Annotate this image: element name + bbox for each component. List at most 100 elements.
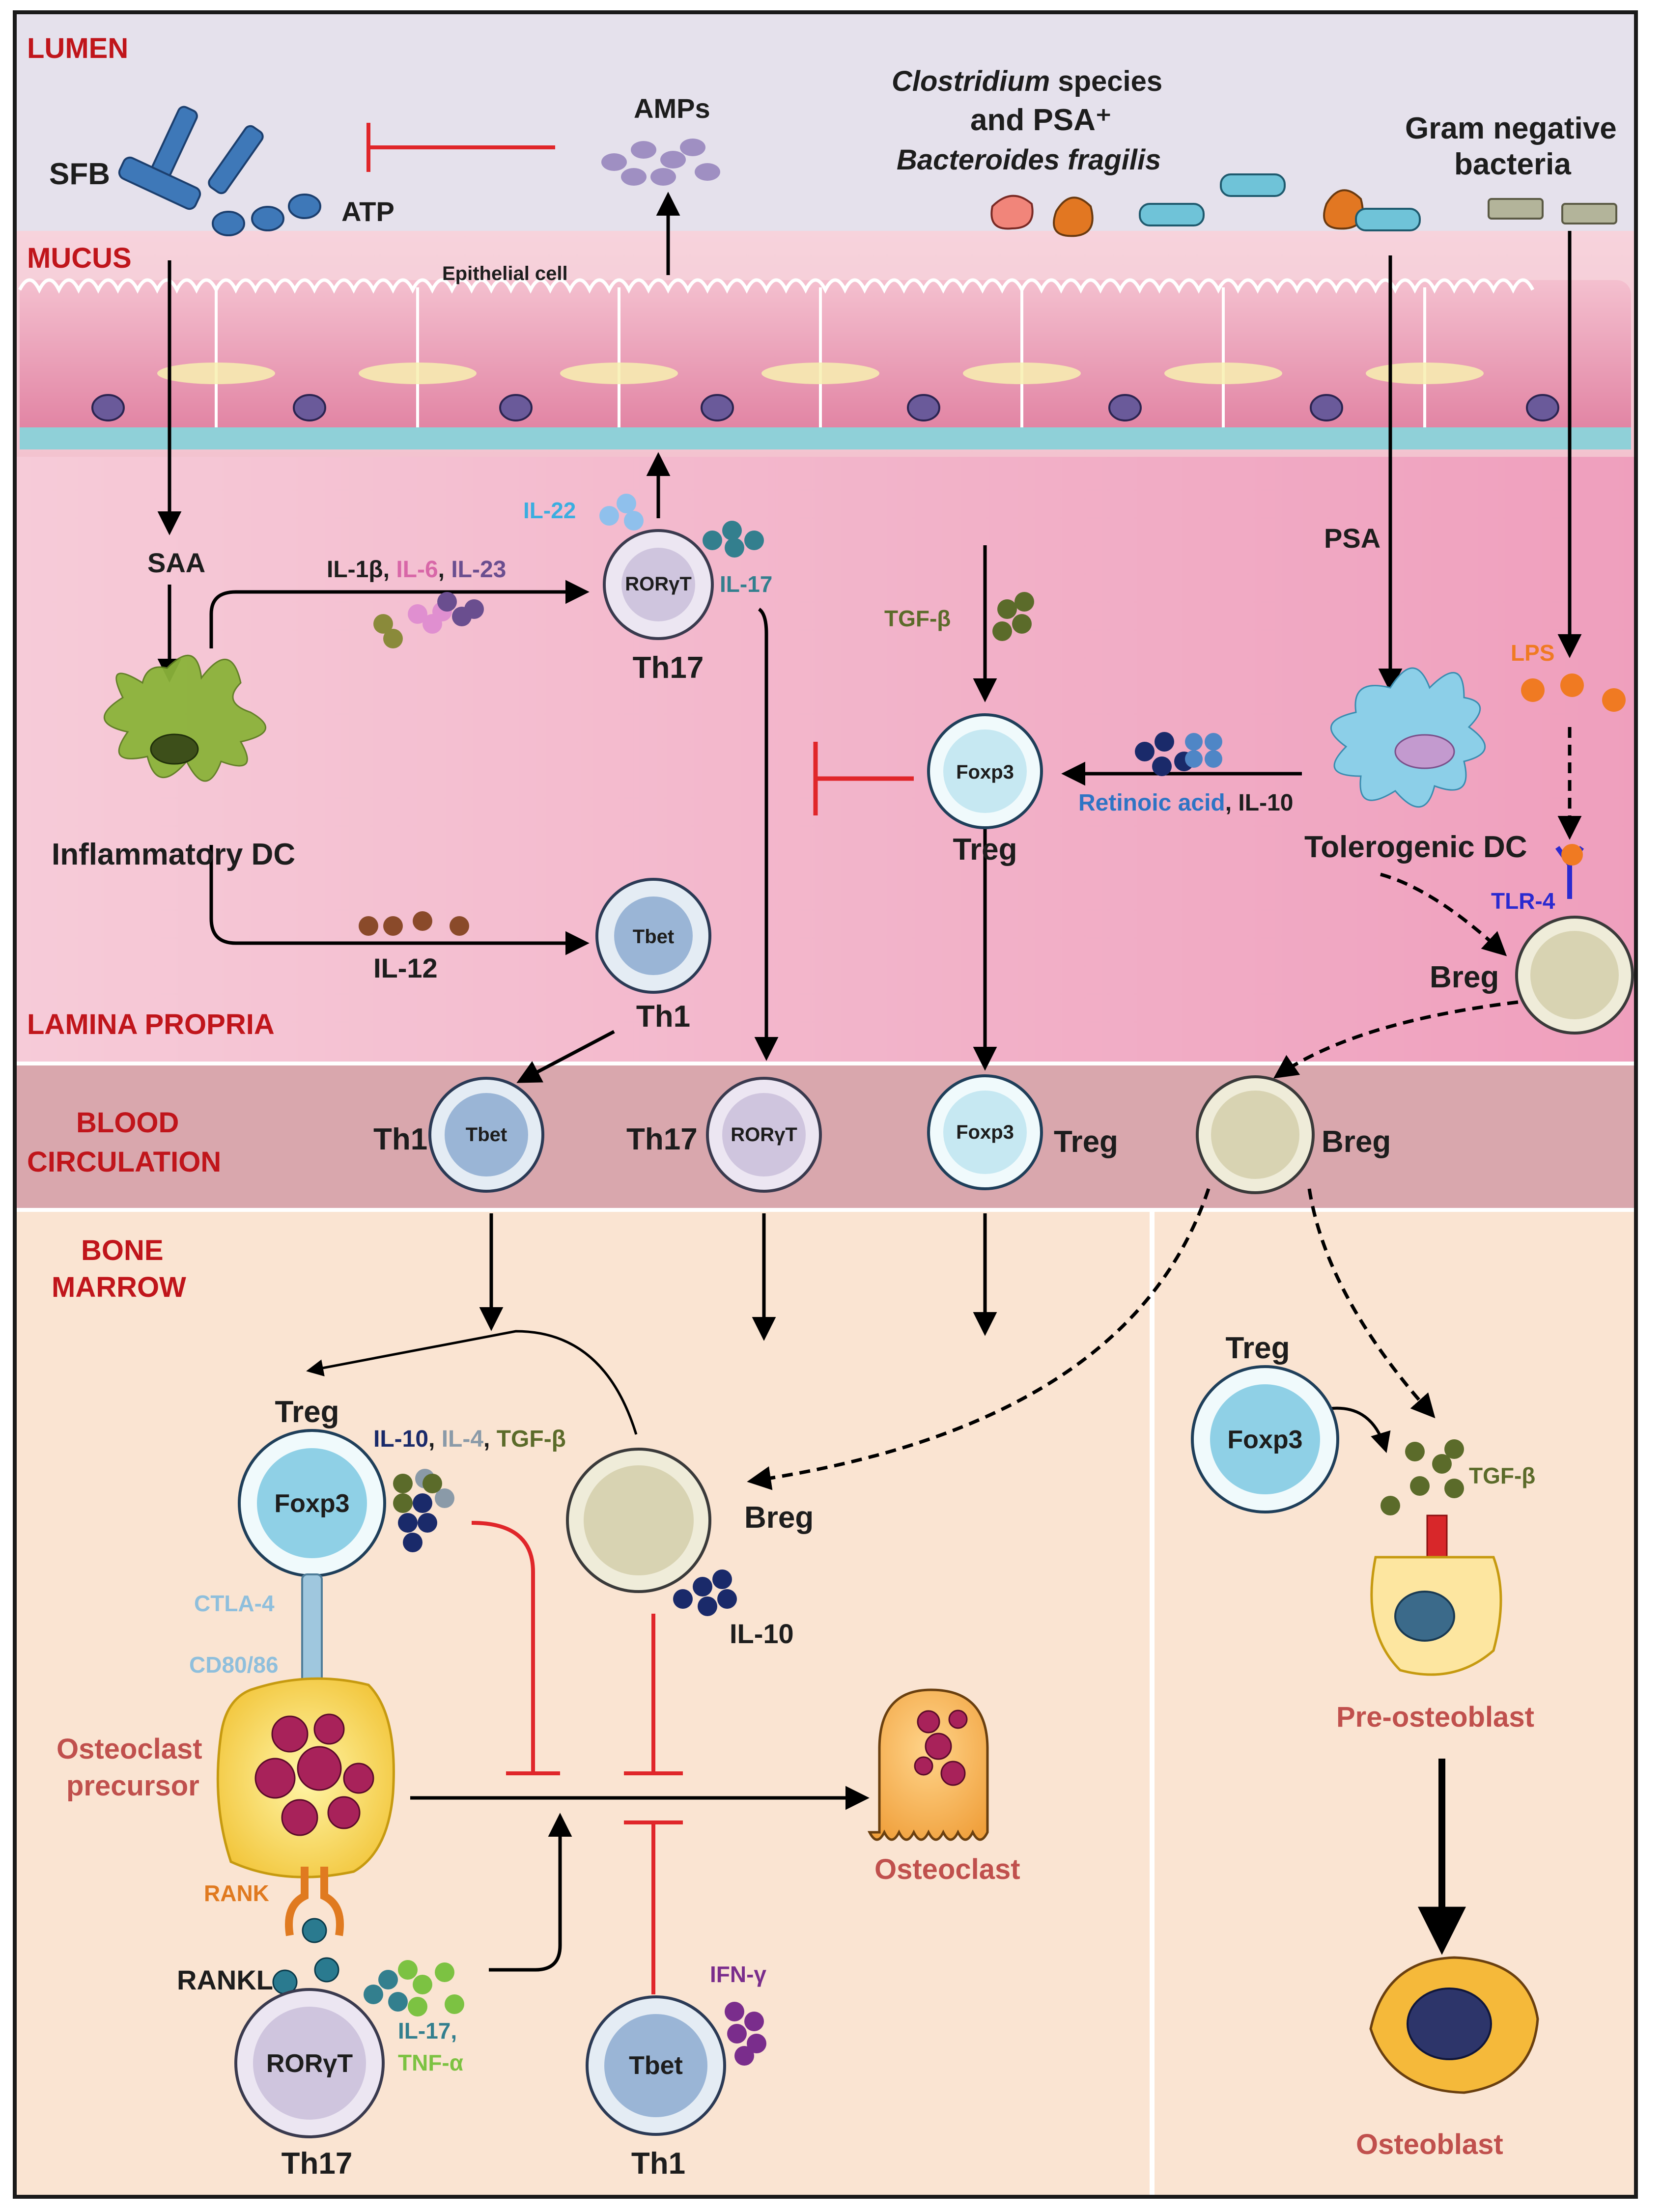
th17-blood-rorgt: RORγT <box>731 1124 797 1146</box>
breg-il10-label: IL-10 <box>730 1618 794 1649</box>
ifng-dots <box>725 2002 766 2066</box>
psa-plus-label: and PSA⁺ <box>970 103 1112 137</box>
bacteroides-label: Bacteroides fragilis <box>897 144 1161 176</box>
th17-blood-cell <box>706 1077 822 1193</box>
right-tgfb-label: TGF-β <box>1469 1463 1535 1488</box>
gram-negative-bacteria <box>1488 198 1617 224</box>
breg-blood-cell <box>1196 1075 1315 1194</box>
cd80-label: CD80/86 <box>189 1652 279 1678</box>
th1-lamina-label: Th1 <box>636 1000 690 1034</box>
tgfb-lamina-label: TGF-β <box>884 606 951 631</box>
th1-lamina-cell <box>595 878 711 994</box>
treg-lamina-cell <box>927 713 1043 829</box>
commensal-bacteria <box>990 173 1421 237</box>
psa-label: PSA <box>1324 523 1380 554</box>
tnfa-label: TNF-α <box>398 2050 463 2075</box>
tolerogenic-dc-label: Tolerogenic DC <box>1304 830 1527 864</box>
th1-marrow-tbet: Tbet <box>629 2051 683 2080</box>
rankl-dots <box>272 1918 339 1995</box>
rank-receptor <box>285 1867 344 1936</box>
pre-osteoblast-cell <box>1370 1556 1502 1676</box>
marrow-arrows <box>306 1188 1466 1972</box>
ctla4-stalk <box>301 1573 323 1683</box>
region-lamina-propria: LAMINA PROPRIA <box>27 1008 275 1040</box>
retinoic-il10-dots <box>1135 732 1222 776</box>
il22-label: IL-22 <box>523 498 576 523</box>
th17-lamina-label: Th17 <box>633 651 704 685</box>
tlr4-label: TLR-4 <box>1491 888 1555 914</box>
inhibit-treg-th17 <box>813 742 914 815</box>
lps-dots <box>1521 673 1626 712</box>
right-tgfb-dots <box>1380 1439 1464 1515</box>
inflammatory-dc-label: Inflammatory DC <box>52 838 295 871</box>
th17-lamina-rorgt: RORγT <box>625 573 692 595</box>
th17-lamina-cell <box>603 529 714 640</box>
th17-marrow-label: Th17 <box>282 2147 353 2181</box>
osteoblast-label: Osteoblast <box>1356 2128 1503 2160</box>
il22-dots <box>599 494 644 531</box>
clostridium-label: Clostridium species <box>892 65 1162 97</box>
th1-lamina-tbet: Tbet <box>633 926 674 948</box>
il17-label: IL-17 <box>720 571 772 597</box>
th17-marrow-rorgt: RORγT <box>266 2049 353 2078</box>
il17-marrow-label: IL-17, <box>398 2018 457 2044</box>
osteoblast-cell <box>1369 1956 1539 2094</box>
treg-blood-foxp3: Foxp3 <box>956 1121 1014 1143</box>
th1-blood-label: Th1 <box>373 1122 427 1156</box>
ifng-label: IFN-γ <box>710 1961 766 1987</box>
tgfb-lamina-dots <box>992 592 1034 641</box>
il10-il4-tgfb-dots <box>393 1469 454 1552</box>
region-lumen: LUMEN <box>27 32 128 64</box>
pre-osteoblast-label: Pre-osteoblast <box>1336 1701 1534 1733</box>
treg-lamina-label: Treg <box>953 833 1017 867</box>
il17-dots <box>703 521 764 558</box>
il10-il4-tgfb-label: IL-10, IL-4, TGF-β <box>373 1426 566 1452</box>
blood-band <box>15 1064 1636 1210</box>
inflammatory-dc <box>103 654 267 782</box>
gram-neg-label-1: Gram negative <box>1405 112 1617 145</box>
ctla4-label: CTLA-4 <box>194 1591 275 1616</box>
il17-tnfa-dots <box>364 1960 464 2016</box>
retinoic-il10-label: Retinoic acid, IL-10 <box>1078 790 1293 816</box>
epithelial-label: Epithelial cell <box>442 263 568 284</box>
breg-blood-label: Breg <box>1322 1125 1391 1159</box>
treg-blood-cell <box>927 1074 1043 1190</box>
gram-neg-label-2: bacteria <box>1454 147 1571 181</box>
inhibit-amps-sfb <box>366 123 555 172</box>
th1-blood-cell <box>428 1077 544 1193</box>
treg-marrow-foxp3: Foxp3 <box>274 1489 349 1518</box>
atp-label: ATP <box>341 196 394 227</box>
th17-marrow-cell <box>234 1988 385 2138</box>
region-bone-2: MARROW <box>52 1271 186 1303</box>
oc-precursor-label-2: precursor <box>66 1770 199 1802</box>
region-mucus: MUCUS <box>27 242 132 274</box>
marrow-inhibitions <box>471 1521 683 1994</box>
sfb-bacteria <box>118 106 321 236</box>
treg-lamina-foxp3: Foxp3 <box>956 761 1014 783</box>
tgfb-receptor <box>1426 1514 1448 1558</box>
sfb-label: SFB <box>49 157 110 191</box>
tolerogenic-dc <box>1330 667 1486 808</box>
right-treg-foxp3: Foxp3 <box>1227 1426 1302 1454</box>
th1-marrow-label: Th1 <box>631 2147 685 2181</box>
saa-label: SAA <box>147 547 205 578</box>
region-bone-1: BONE <box>81 1234 164 1266</box>
il12-label: IL-12 <box>373 952 438 983</box>
osteoclast-cell <box>867 1688 989 1841</box>
breg-il10-dots <box>673 1569 737 1616</box>
right-treg-cell <box>1191 1365 1339 1513</box>
osteoclast-precursor <box>216 1677 395 1878</box>
region-blood-2: CIRCULATION <box>27 1146 221 1178</box>
epithelial-layer <box>18 278 1631 449</box>
il1b-il6-il23-dots <box>373 592 484 648</box>
lamina-arrows <box>157 231 1582 1083</box>
il12-dots <box>359 911 469 936</box>
oc-precursor-label-1: Osteoclast <box>56 1733 202 1765</box>
breg-lamina-cell <box>1515 916 1634 1035</box>
region-blood-1: BLOOD <box>76 1107 179 1139</box>
treg-blood-label: Treg <box>1054 1125 1118 1159</box>
th1-blood-tbet: Tbet <box>466 1124 507 1146</box>
breg-marrow-label: Breg <box>744 1501 814 1535</box>
th17-blood-label: Th17 <box>626 1122 698 1156</box>
amps-label: AMPs <box>634 93 710 124</box>
